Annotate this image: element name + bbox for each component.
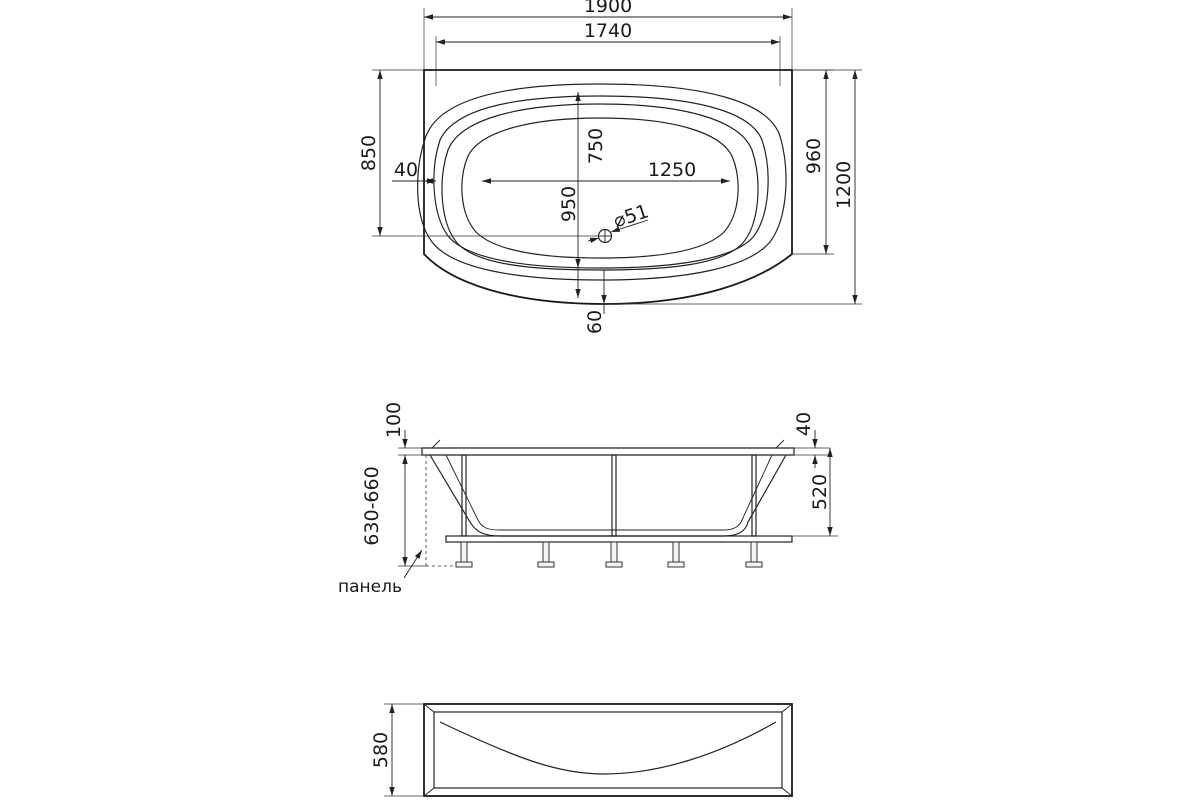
top-view: 1900 1740 850 40 1250 750 950 ⌀51 60 [358, 0, 862, 334]
basin-inner-outline [461, 117, 739, 259]
frame-post [611, 454, 617, 537]
dim-inner-width: 1740 [584, 20, 632, 42]
dim-rim-height: 100 [383, 402, 405, 438]
dim-leg-height-range: 630-660 [361, 466, 383, 545]
dim-center-offset: 950 [558, 186, 580, 222]
frame-base [445, 535, 793, 543]
panel-view: 580 [370, 703, 793, 797]
tub-outer-outline [423, 69, 793, 305]
label-panel: панель [338, 577, 402, 597]
tub-rim-loop [417, 83, 787, 281]
tub-rim [421, 447, 795, 456]
dim-overall-width: 1900 [584, 0, 632, 17]
dim-bottom-offset: 60 [584, 310, 606, 334]
frame-post [461, 454, 467, 537]
frame-post [751, 454, 757, 537]
tub-rim-inner-loop [433, 95, 769, 269]
dim-basin-width: 750 [585, 128, 607, 164]
basin-outer-outline [441, 103, 759, 271]
dim-overall-depth: 1200 [833, 161, 855, 209]
legs [455, 541, 763, 568]
dim-drain-diameter: ⌀51 [611, 200, 652, 232]
panel-outer [423, 703, 793, 797]
dim-rim-thickness: 40 [793, 412, 815, 436]
dim-rim-offset: 40 [394, 159, 418, 181]
side-view: 100 630-660 панель 40 520 [338, 402, 838, 597]
panel-inner [433, 711, 783, 789]
panel-curve [439, 721, 777, 775]
dim-tub-depth: 520 [809, 474, 831, 510]
dim-panel-height: 580 [370, 732, 392, 768]
dim-width-960: 960 [803, 138, 825, 174]
tub-body [429, 454, 787, 537]
dim-850: 850 [358, 135, 380, 171]
dim-basin-length: 1250 [648, 159, 696, 181]
